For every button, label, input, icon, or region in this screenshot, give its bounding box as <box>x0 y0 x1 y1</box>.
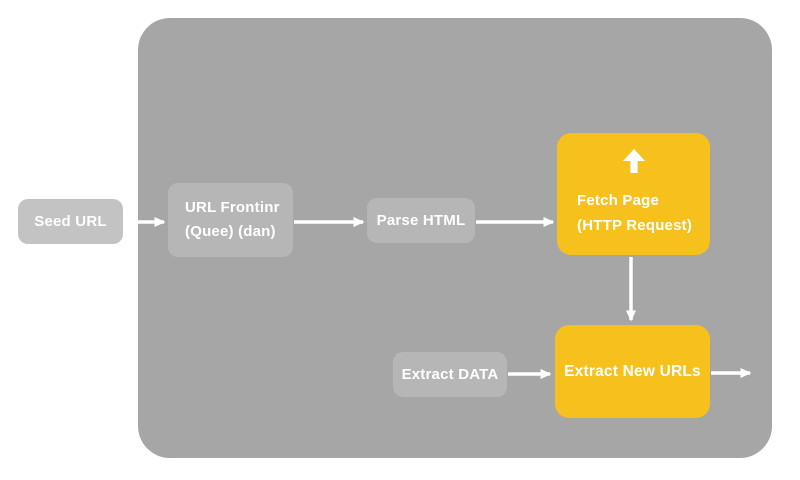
node-extract-data-label: Extract DATA <box>401 365 499 383</box>
node-url-frontier-label-line1: URL Frontinr <box>185 199 280 216</box>
node-extract-new-urls-label: Extract New URLs <box>564 362 701 380</box>
node-extract-data: Extract DATA <box>393 352 507 397</box>
node-seed-url: Seed URL <box>18 199 123 244</box>
node-fetch-page: Fetch Page (HTTP Request) <box>557 133 710 255</box>
node-parse-html: Parse HTML <box>367 198 475 243</box>
node-parse-html-label: Parse HTML <box>376 211 466 229</box>
node-fetch-page-label-line2: (HTTP Request) <box>577 217 693 234</box>
node-url-frontier: URL Frontinr (Quee) (dan) <box>168 183 293 257</box>
node-url-frontier-label-line2: (Quee) (dan) <box>185 223 276 240</box>
node-fetch-page-label-line1: Fetch Page <box>577 192 660 209</box>
node-seed-url-label: Seed URL <box>34 212 107 230</box>
arrow-up-icon <box>622 149 645 173</box>
node-extract-new-urls: Extract New URLs <box>555 325 710 418</box>
